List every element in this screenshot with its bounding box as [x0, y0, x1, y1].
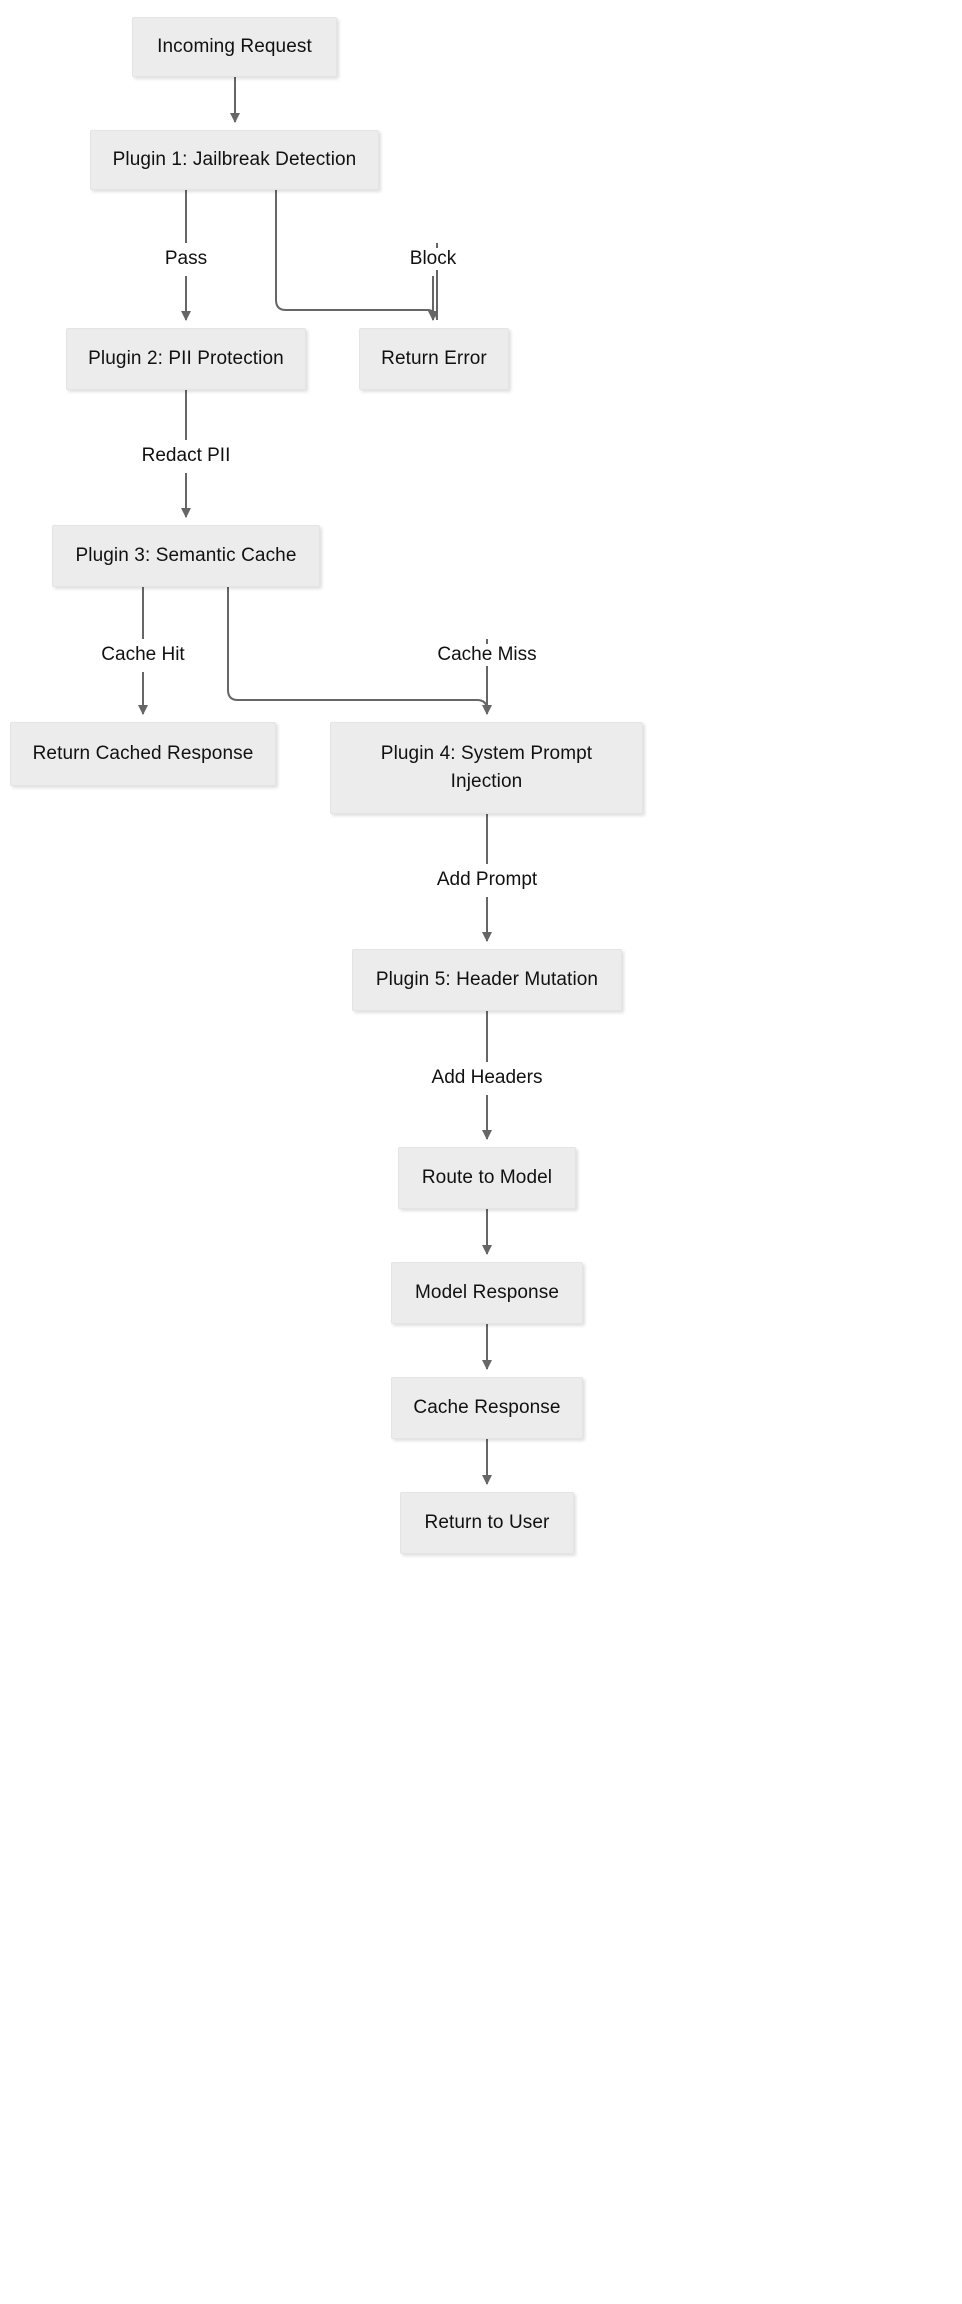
node-model-response[interactable]: Model Response: [391, 1262, 583, 1324]
node-label: Plugin 4: System Prompt Injection: [380, 743, 593, 792]
node-label: Plugin 3: Semantic Cache: [75, 545, 297, 566]
node-plugin-5-header-mutation[interactable]: Plugin 5: Header Mutation: [352, 949, 622, 1011]
node-plugin-4-system-prompt-injection[interactable]: Plugin 4: System Prompt Injection: [330, 722, 643, 814]
node-label: Incoming Request: [157, 36, 312, 57]
edge-label-add-prompt: Add Prompt: [432, 869, 542, 891]
node-label: Return Cached Response: [32, 743, 254, 764]
node-route-to-model[interactable]: Route to Model: [398, 1147, 576, 1209]
edge-label-redact-pii: Redact PII: [137, 445, 235, 467]
node-label: Model Response: [415, 1282, 559, 1303]
node-plugin-3-semantic-cache[interactable]: Plugin 3: Semantic Cache: [52, 525, 320, 587]
node-cache-response[interactable]: Cache Response: [391, 1377, 583, 1439]
node-plugin-2-pii-protection[interactable]: Plugin 2: PII Protection: [66, 328, 306, 390]
node-incoming-request[interactable]: Incoming Request: [132, 17, 337, 77]
node-return-cached-response[interactable]: Return Cached Response: [10, 722, 276, 786]
node-label: Cache Response: [413, 1397, 561, 1418]
node-label: Plugin 1: Jailbreak Detection: [112, 149, 357, 170]
edge-label-block: Block: [405, 248, 461, 270]
node-label: Plugin 5: Header Mutation: [375, 969, 599, 990]
edge-label-cache-miss: Cache Miss: [433, 644, 541, 666]
node-label: Plugin 2: PII Protection: [88, 348, 284, 369]
node-label: Route to Model: [421, 1167, 553, 1188]
edge-label-add-headers: Add Headers: [427, 1067, 547, 1089]
node-label: Return Error: [381, 348, 487, 369]
edge-label-cache-hit: Cache Hit: [97, 644, 189, 666]
node-return-error[interactable]: Return Error: [359, 328, 509, 390]
node-label: Return to User: [424, 1512, 550, 1533]
node-plugin-1-jailbreak-detection[interactable]: Plugin 1: Jailbreak Detection: [90, 130, 379, 190]
edge-label-pass: Pass: [160, 248, 212, 270]
node-return-to-user[interactable]: Return to User: [400, 1492, 574, 1554]
